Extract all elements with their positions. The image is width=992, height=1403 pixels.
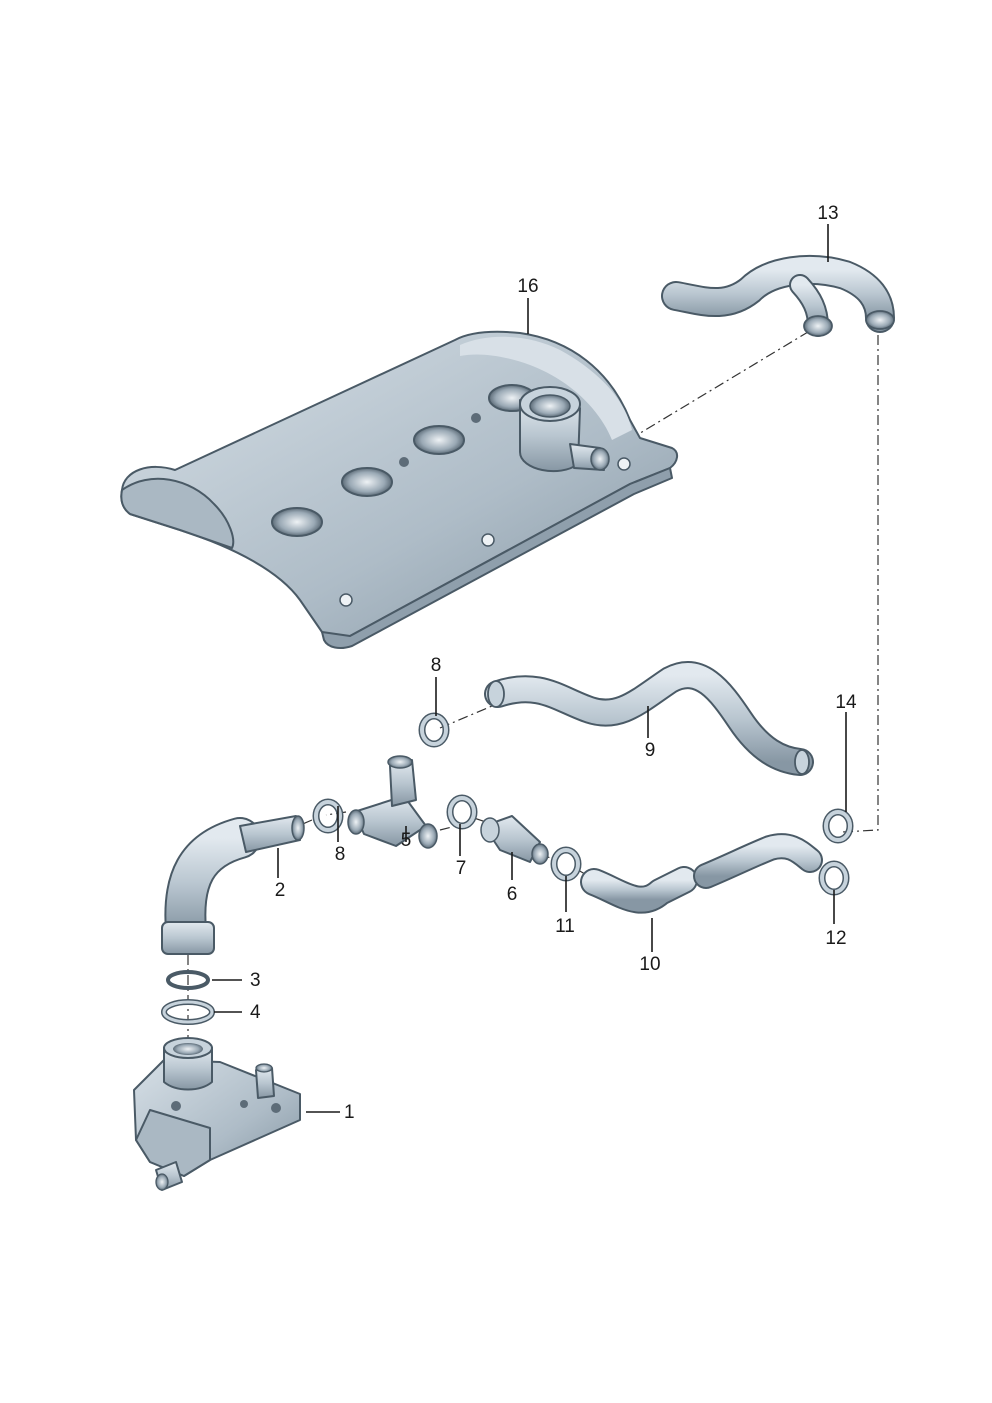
hose-clamp-part-14	[822, 808, 854, 844]
hose-clamp-part-8-lower	[312, 798, 344, 834]
leader-lines	[212, 224, 847, 1113]
callout-10: 10	[639, 954, 660, 975]
hose-part-10	[580, 833, 823, 914]
callout-1: 1	[344, 1102, 355, 1123]
o-ring-part-3	[166, 970, 210, 990]
callout-labels: 16 13 8 9 14 8 5 7 6 11 2 10 12 3 4 1	[250, 203, 857, 1123]
check-valve-part-6	[480, 815, 549, 865]
callout-13: 13	[817, 203, 838, 224]
hose-clamp-part-8-upper	[418, 712, 450, 748]
callout-9: 9	[645, 740, 656, 761]
callout-14: 14	[835, 692, 857, 713]
oil-separator-part-1	[133, 1037, 301, 1191]
callout-16: 16	[517, 276, 538, 297]
hose-clamp-part-12	[818, 860, 850, 896]
callout-4: 4	[250, 1002, 261, 1023]
hose-part-9	[484, 661, 814, 776]
valve-cover-part-16	[120, 330, 678, 649]
callout-3: 3	[250, 970, 261, 991]
breather-hose-part-13	[661, 255, 895, 337]
callout-8-upper: 8	[431, 655, 442, 676]
callout-7: 7	[456, 858, 467, 879]
t-piece-part-5	[347, 755, 438, 849]
callout-12: 12	[825, 928, 846, 949]
callout-8-lower: 8	[335, 844, 346, 865]
hose-clamp-part-7	[446, 794, 478, 830]
callout-11: 11	[555, 916, 575, 937]
o-ring-part-4	[161, 999, 215, 1025]
hose-clamp-part-11	[550, 846, 582, 882]
callout-2: 2	[275, 880, 286, 901]
elbow-hose-part-2	[161, 815, 305, 955]
callout-6: 6	[507, 884, 518, 905]
callout-5: 5	[401, 830, 412, 851]
